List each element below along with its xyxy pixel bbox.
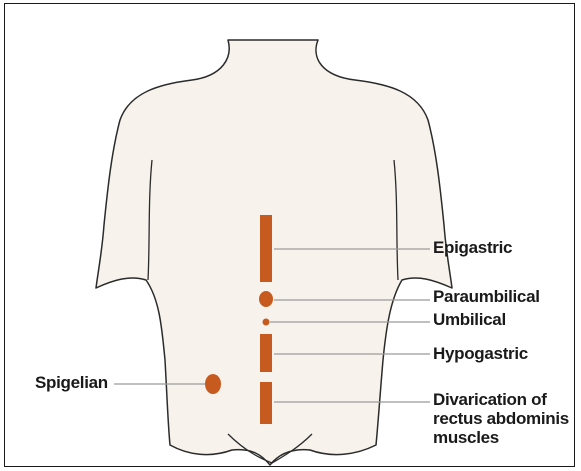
marker-epigastric [260, 215, 272, 282]
marker-divarication [260, 382, 272, 424]
marker-hypogastric [260, 334, 272, 372]
label-paraumbilical: Paraumbilical [433, 287, 540, 306]
label-divarication: Divarication of rectus abdominis muscles [433, 390, 573, 447]
marker-spigelian [205, 374, 221, 394]
marker-umbilical [263, 319, 270, 326]
label-spigelian: Spigelian [35, 373, 108, 392]
marker-paraumbilical [259, 291, 273, 307]
label-epigastric: Epigastric [433, 238, 512, 257]
label-umbilical: Umbilical [433, 310, 506, 329]
label-hypogastric: Hypogastric [433, 344, 528, 363]
